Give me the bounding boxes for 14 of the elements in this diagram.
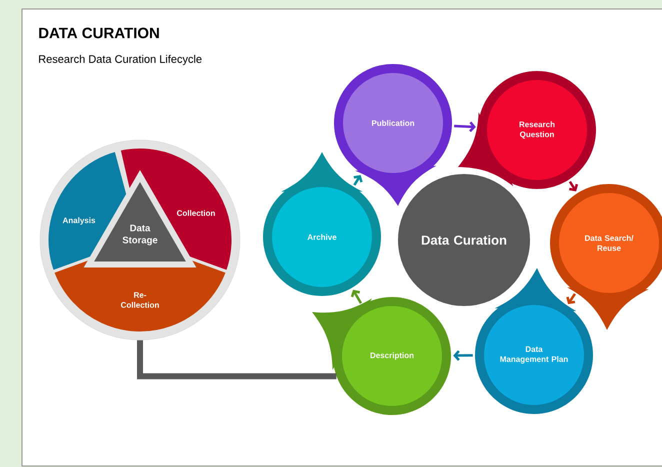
chevron-arrow	[453, 350, 473, 361]
title: DATA CURATION	[39, 28, 159, 38]
droplet: Data Search/ Reuse	[550, 184, 662, 330]
chevron-arrow	[566, 293, 576, 304]
droplet: Data Management Plan	[475, 268, 593, 414]
droplet: Description	[312, 297, 451, 415]
droplet: Research Question	[458, 71, 596, 189]
subtitle: Research Data Curation Lifecycle	[39, 54, 202, 66]
chevron-arrow	[350, 290, 362, 304]
chevron-arrow	[454, 121, 476, 132]
chevron-arrow	[353, 174, 363, 186]
chevron-arrow	[568, 180, 578, 192]
droplet: Archive	[263, 152, 381, 296]
connector-line	[137, 340, 336, 380]
